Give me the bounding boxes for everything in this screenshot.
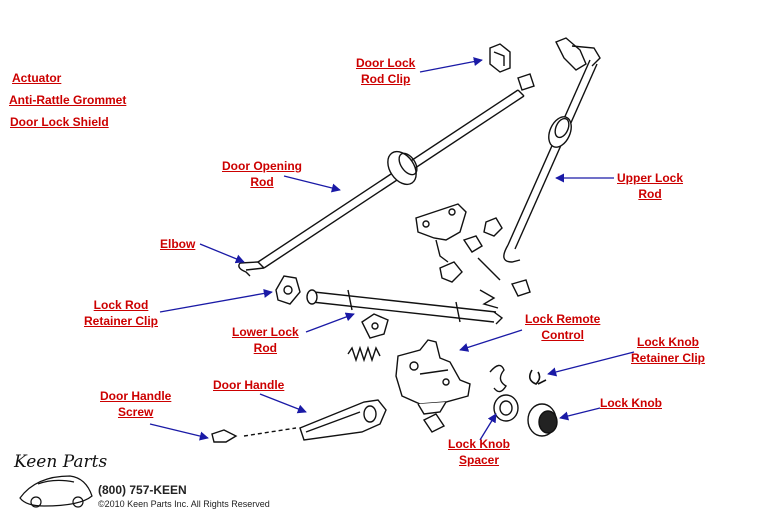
lock-knob-spacer-link[interactable]: Lock Knob Spacer [448, 436, 510, 468]
door-opening-rod-link[interactable]: Door Opening Rod [222, 158, 302, 190]
door-lock-rod-clip-link[interactable]: Door Lock Rod Clip [356, 55, 415, 87]
upper-lock-rod-line1: Upper Lock [617, 171, 684, 185]
door-handle-drawing [243, 399, 387, 441]
door-handle-screw-line1: Door Handle [100, 389, 172, 403]
screw-drawing [211, 413, 446, 443]
door-opening-rod-drawing [238, 73, 535, 277]
door-lock-shield-link[interactable]: Door Lock Shield [10, 115, 109, 129]
door-lock-rod-clip-line2: Rod Clip [361, 72, 411, 86]
upper-lock-rod-link[interactable]: Upper Lock Rod [617, 170, 683, 202]
door-handle-line1: Door Handle [213, 378, 285, 392]
door-handle-link[interactable]: Door Handle [213, 377, 284, 393]
keen-parts-logo: Keen Parts [14, 452, 108, 472]
lock-knob-spacer-drawing [493, 394, 519, 422]
door-lock-rod-clip-line1: Door Lock [356, 56, 416, 70]
lock-remote-control-line1: Lock Remote [525, 312, 601, 326]
lower-lock-rod-line1: Lower Lock [232, 325, 299, 339]
lock-knob-link[interactable]: Lock Knob [600, 395, 662, 411]
door-handle-screw-link[interactable]: Door Handle Screw [100, 388, 171, 420]
spring-drawing [347, 345, 507, 393]
lock-knob-spacer-line1: Lock Knob [448, 437, 510, 451]
lock-knob-retainer-clip-drawing [528, 369, 547, 385]
elbow-link[interactable]: Elbow [160, 236, 195, 252]
lock-rod-retainer-clip-drawing [275, 275, 301, 305]
anti-rattle-grommet-link[interactable]: Anti-Rattle Grommet [9, 93, 127, 107]
lock-knob-drawing [527, 403, 558, 437]
upper-lock-rod-line2: Rod [638, 187, 662, 201]
lock-knob-retainer-clip-link[interactable]: Lock Knob Retainer Clip [631, 334, 705, 366]
door-opening-rod-line2: Rod [250, 175, 274, 189]
lock-remote-control-drawing [395, 339, 471, 415]
actuator-link[interactable]: Actuator [12, 71, 62, 85]
phone-number: (800) 757-KEEN [98, 483, 187, 497]
lower-rod-clip-drawing [361, 313, 389, 339]
lock-rod-retainer-clip-line2: Retainer Clip [84, 314, 159, 328]
upper-lock-rod-drawing [503, 37, 601, 263]
lock-knob-line1: Lock Knob [600, 396, 662, 410]
copyright-notice: ©2010 Keen Parts Inc. All Rights Reserve… [98, 499, 270, 509]
lock-knob-retainer-clip-line1: Lock Knob [637, 335, 699, 349]
lock-bracket-drawing [415, 203, 531, 297]
door-opening-rod-line1: Door Opening [222, 159, 302, 173]
lower-lock-rod-line2: Rod [253, 341, 277, 355]
door-handle-screw-line2: Screw [117, 405, 154, 419]
lock-remote-control-link[interactable]: Lock Remote Control [525, 311, 600, 343]
lower-lock-rod-drawing [306, 289, 504, 325]
callout-arrows [149, 57, 635, 441]
lower-lock-rod-link[interactable]: Lower Lock Rod [232, 324, 299, 356]
lock-knob-retainer-clip-line2: Retainer Clip [631, 351, 706, 365]
lock-rod-retainer-clip-link[interactable]: Lock Rod Retainer Clip [84, 297, 158, 329]
lock-remote-control-line2: Control [541, 328, 584, 342]
lock-rod-retainer-clip-line1: Lock Rod [93, 298, 149, 312]
elbow-line1: Elbow [160, 237, 196, 251]
door-lock-rod-clip-drawing [489, 43, 511, 73]
keen-parts-logo-car [19, 475, 93, 508]
lock-knob-spacer-line2: Spacer [458, 453, 500, 467]
